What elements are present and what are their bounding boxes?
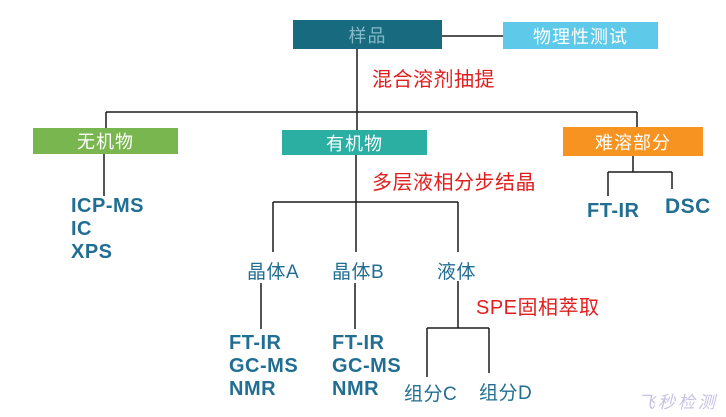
label-insoluble-dsc: DSC [665, 195, 711, 218]
watermark: 飞秒检测 [638, 393, 718, 413]
node-physical-test: 物理性测试 [503, 22, 658, 49]
method-label: FT-IR [229, 332, 282, 354]
method-label: NMR [229, 378, 277, 400]
method-label: GC-MS [229, 355, 299, 377]
crystal-a-method-list: FT-IR GC-MS NMR [229, 332, 298, 401]
annotation-mixed-solvent-extraction: 混合溶剂抽提 [372, 69, 495, 91]
node-sample: 样品 [293, 20, 442, 49]
inorganic-method-list: ICP-MS IC XPS [71, 195, 144, 264]
method-label: FT-IR [332, 332, 385, 354]
method-label: ICP-MS [71, 195, 144, 217]
annotation-fractional-crystallization: 多层液相分步结晶 [372, 172, 536, 194]
label-fraction-d: 组分D [479, 383, 533, 404]
label-crystal-a: 晶体A [247, 262, 300, 283]
crystal-b-method-list: FT-IR GC-MS NMR [332, 332, 401, 401]
node-organic: 有机物 [282, 130, 427, 155]
label-crystal-b: 晶体B [332, 262, 385, 283]
label-insoluble-ftir: FT-IR [587, 200, 640, 222]
node-insoluble: 难溶部分 [563, 127, 703, 156]
method-label: XPS [71, 241, 113, 263]
method-label: GC-MS [332, 355, 402, 377]
node-inorganic: 无机物 [33, 128, 178, 154]
method-label: NMR [332, 378, 380, 400]
label-fraction-c: 组分C [404, 384, 458, 405]
method-label: IC [71, 218, 92, 240]
label-liquid: 液体 [437, 262, 477, 283]
annotation-spe-extraction: SPE固相萃取 [476, 297, 600, 319]
